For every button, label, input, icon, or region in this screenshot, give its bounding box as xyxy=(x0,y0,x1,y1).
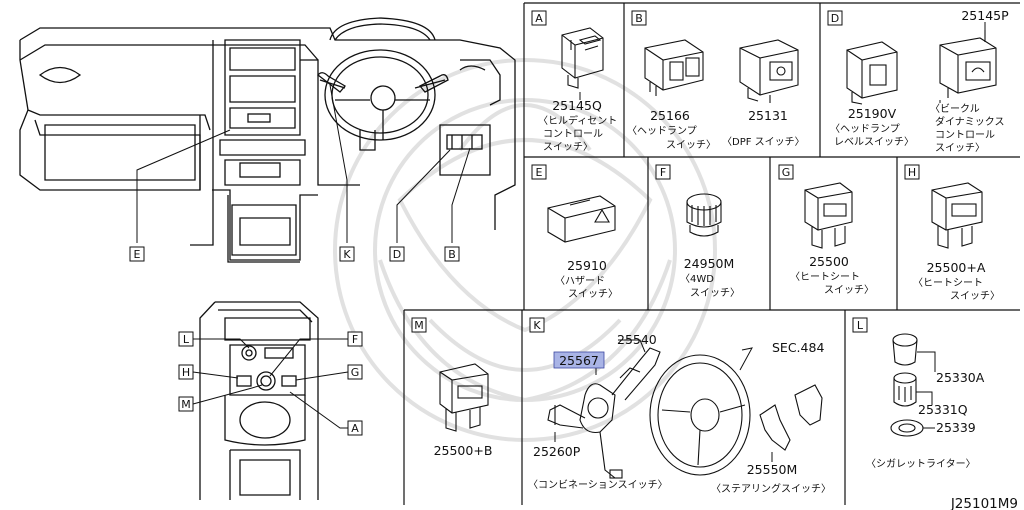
panel-tag-b: B xyxy=(635,12,643,25)
console-overview xyxy=(199,301,319,500)
part-desc-25145p-4: スイッチ〉 xyxy=(935,142,985,154)
part-25500a-drawing xyxy=(931,182,983,249)
part-desc-25500-1: 〈ヒートシート xyxy=(790,271,860,283)
part-desc-25500a-2: スイッチ〉 xyxy=(950,290,1000,302)
console-callouts xyxy=(178,331,363,436)
part-desc-25145p-1: 〈ビークル xyxy=(930,103,980,115)
part-number-25540: 25540 xyxy=(617,332,657,347)
diagram-code: J25101M9 xyxy=(950,496,1018,510)
part-desc-25190v-1: 〈ヘッドランプ xyxy=(830,123,900,135)
part-number-25330a: 25330A xyxy=(936,370,985,385)
part-desc-25145q-2: コントロール xyxy=(543,129,603,140)
console-callout-h: H xyxy=(182,366,190,379)
part-24950m-drawing xyxy=(686,193,722,237)
part-desc-25145q-3: スイッチ〉 xyxy=(543,141,593,153)
part-25910-drawing xyxy=(547,195,616,243)
part-drawings xyxy=(439,27,997,479)
part-number-25910: 25910 xyxy=(567,258,607,273)
part-number-25550m: 25550M xyxy=(747,462,798,477)
combination-switch-caption: 〈コンビネーションスイッチ〉 xyxy=(528,479,668,491)
part-number-25500: 25500 xyxy=(809,254,849,269)
part-number-24950m: 24950M xyxy=(684,256,735,271)
part-25145q-drawing xyxy=(561,27,604,89)
part-25166-drawing xyxy=(644,39,704,96)
cigarette-lighter-caption: 〈シガレットライター〉 xyxy=(866,458,976,470)
part-desc-25131-1: 〈DPF スイッチ〉 xyxy=(722,136,805,148)
steering-switch-drawing xyxy=(759,384,823,451)
panel-tag-a: A xyxy=(535,12,543,25)
part-number-25145p: 25145P xyxy=(961,8,1009,23)
part-number-25567: 25567 xyxy=(559,353,599,368)
part-desc-25500a-1: 〈ヒートシート xyxy=(913,277,983,289)
overview-callout-e: E xyxy=(134,248,141,261)
panel-tag-m: M xyxy=(414,319,424,332)
steering-wheel-drawing xyxy=(649,354,751,476)
panel-tag-e: E xyxy=(536,166,543,179)
watermark-emblem xyxy=(333,58,717,442)
console-callout-l: L xyxy=(183,333,190,346)
part-number-25131: 25131 xyxy=(748,108,788,123)
panel-tags xyxy=(411,10,920,333)
part-ref-sec484: SEC.484 xyxy=(772,340,824,355)
part-number-25145q: 25145Q xyxy=(552,98,602,113)
panel-tag-f: F xyxy=(660,166,666,179)
part-25567-highlight xyxy=(553,351,605,369)
part-number-25331q: 25331Q xyxy=(918,402,968,417)
part-desc-24950m-1: 〈4WD xyxy=(680,273,714,285)
part-25500-drawing xyxy=(804,182,853,249)
part-desc-25145p-3: コントロール xyxy=(935,130,995,141)
part-desc-25145q-1: 〈ヒルディセント xyxy=(538,114,617,127)
dashboard-overview xyxy=(19,17,516,263)
part-desc-25910-2: スイッチ〉 xyxy=(568,288,618,300)
part-25190v-drawing xyxy=(846,41,898,105)
console-callout-f: F xyxy=(352,333,358,346)
overview-callout-b: B xyxy=(448,248,456,261)
part-number-25260p: 25260P xyxy=(533,444,581,459)
panel-tag-h: H xyxy=(908,166,916,179)
panel-grid xyxy=(403,2,1020,505)
part-desc-25550m-1: 〈ステアリングスイッチ〉 xyxy=(711,482,831,495)
overview-callouts xyxy=(129,246,460,262)
panel-tag-l: L xyxy=(857,319,864,332)
overview-callout-k: K xyxy=(343,248,351,261)
part-desc-25166-2: スイッチ〉 xyxy=(666,139,716,151)
panel-tag-k: K xyxy=(533,319,541,332)
part-number-25339: 25339 xyxy=(936,420,976,435)
part-desc-25190v-2: レベルスイッチ〉 xyxy=(834,136,914,148)
combination-switch-drawing xyxy=(547,347,661,479)
console-callout-m: M xyxy=(181,398,191,411)
part-desc-25166-1: 〈ヘッドランプ xyxy=(627,125,697,137)
console-leaders xyxy=(192,338,349,429)
part-number-25166: 25166 xyxy=(650,108,690,123)
part-desc-25500-2: スイッチ〉 xyxy=(824,284,874,296)
console-callout-g: G xyxy=(351,366,360,379)
part-number-25190v: 25190V xyxy=(848,106,897,121)
panel-tag-d: D xyxy=(831,12,839,25)
overview-leaders xyxy=(136,84,471,243)
console-callout-a: A xyxy=(351,422,359,435)
part-25131-drawing xyxy=(739,39,799,103)
part-desc-24950m-2: スイッチ〉 xyxy=(690,287,740,299)
part-25500b-drawing xyxy=(439,363,489,432)
cigarette-lighter-drawing xyxy=(890,333,924,437)
overview-callout-d: D xyxy=(393,248,401,261)
part-desc-25910-1: 〈ハザード xyxy=(555,275,605,287)
part-number-25500a: 25500+A xyxy=(927,260,986,275)
part-25145p-drawing xyxy=(939,30,997,98)
part-desc-25145p-2: ダイナミックス xyxy=(935,115,1005,128)
panel-tag-g: G xyxy=(782,166,791,179)
part-number-25500b: 25500+B xyxy=(434,443,493,458)
